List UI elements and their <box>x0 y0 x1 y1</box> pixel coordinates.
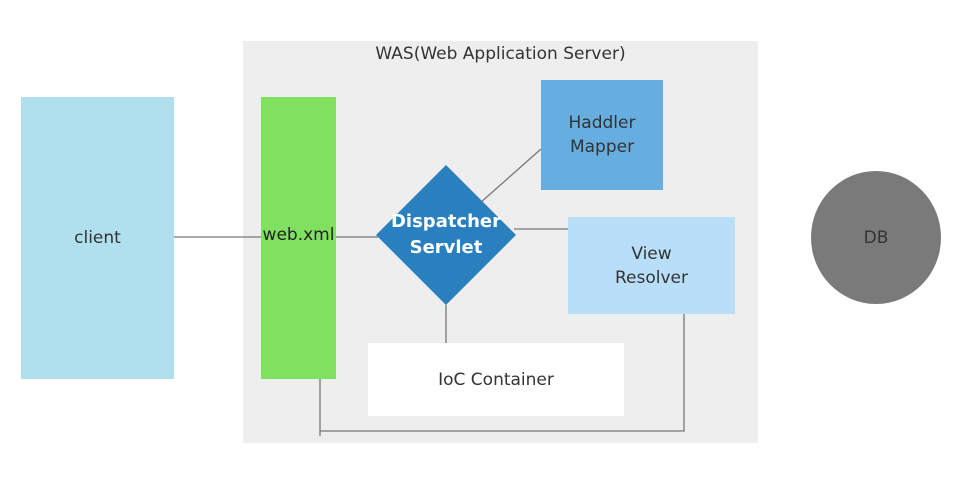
handler-mapper-label: Haddler Mapper <box>568 113 636 157</box>
view-resolver-box: View Resolver <box>568 217 735 314</box>
view-resolver-label: View Resolver <box>615 243 688 288</box>
web-xml-label: web.xml <box>262 225 335 245</box>
handler-mapper-box: Haddler Mapper <box>541 80 663 190</box>
client-label: client <box>74 228 121 248</box>
ioc-container-box: IoC Container <box>368 343 624 416</box>
ioc-container-label: IoC Container <box>438 369 554 390</box>
client-box: client <box>21 97 174 379</box>
dispatcher-servlet-label: Dispatcher Servlet <box>390 211 502 258</box>
was-container-title: WAS(Web Application Server) <box>375 44 626 64</box>
db-label: DB <box>863 227 889 248</box>
db-circle: DB <box>811 171 941 304</box>
